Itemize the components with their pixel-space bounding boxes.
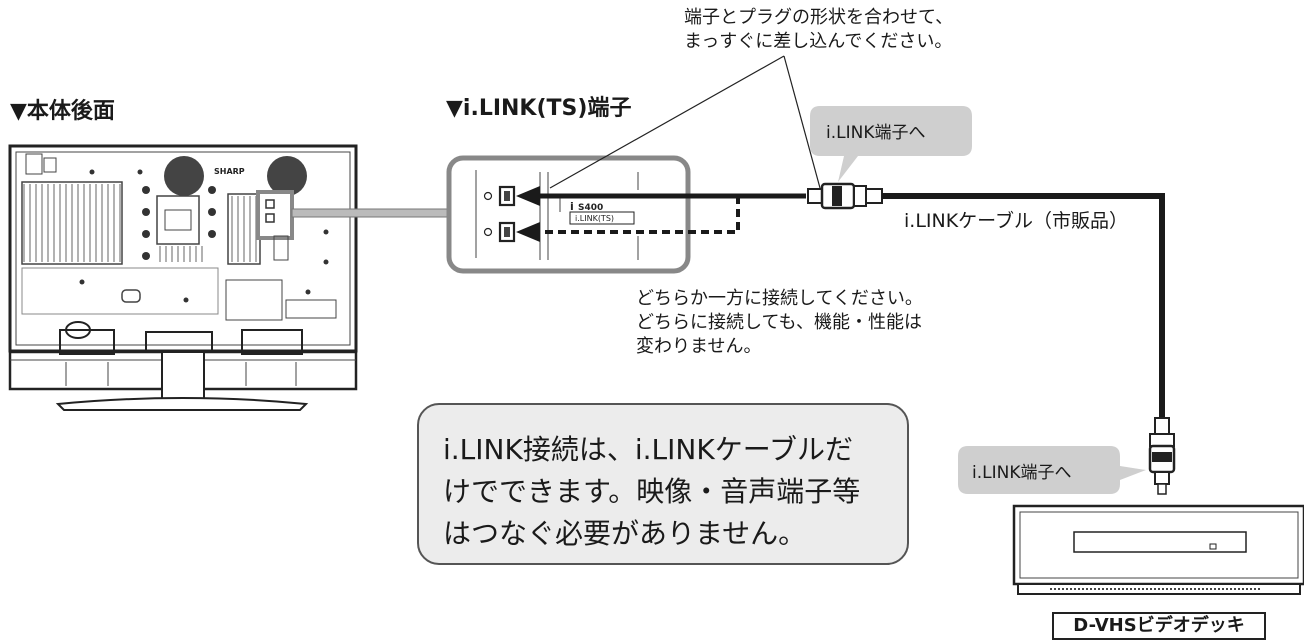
tv-brand-logo: SHARP: [214, 167, 245, 176]
plug-instruction-line2: まっすぐに差し込んでください。: [684, 31, 953, 52]
either-port-note-line2: どちらに接続しても、機能・性能は: [636, 312, 923, 333]
svg-text:i: i: [570, 200, 574, 213]
info-line-1: i.LINK接続は、i.LINKケーブルだ: [443, 433, 854, 466]
ilink-port-heading: ▼i.LINK(TS)端子: [446, 96, 632, 121]
callout-bubble-top: [810, 106, 972, 182]
ilink-speed-label: S400: [578, 203, 603, 213]
info-box: i.LINK接続は、i.LINKケーブルだ けでできます。映像・音声端子等 はつ…: [417, 403, 909, 565]
device-label: D-VHSビデオデッキ: [1052, 612, 1266, 640]
zoom-connector: [291, 208, 453, 218]
either-port-note-line1: どちらか一方に接続してください。: [636, 288, 923, 309]
cable-plug-top: [807, 182, 883, 210]
callout-bubble-bottom: [958, 446, 1146, 494]
callout-top-text: i.LINK端子へ: [826, 123, 926, 143]
cable-plug-bottom: [1148, 417, 1176, 495]
tv-rear-view: SHARP: [8, 144, 358, 411]
info-line-3: はつなぐ必要がありません。: [443, 517, 807, 550]
dvhs-deck: [1012, 504, 1304, 595]
cable-label: i.LINKケーブル（市販品）: [904, 210, 1129, 232]
rear-view-heading: ▼本体後面: [10, 99, 115, 124]
callout-bottom-text: i.LINK端子へ: [972, 463, 1072, 483]
either-port-note-line3: 変わりません。: [636, 336, 762, 357]
plug-instruction-line1: 端子とプラグの形状を合わせて、: [684, 7, 954, 28]
ilink-port-panel: i S400 i.LINK(TS): [446, 155, 691, 274]
ilink-cable: [882, 193, 1165, 418]
info-line-2: けでできます。映像・音声端子等: [443, 475, 861, 508]
ilink-port-name: i.LINK(TS): [575, 214, 614, 223]
